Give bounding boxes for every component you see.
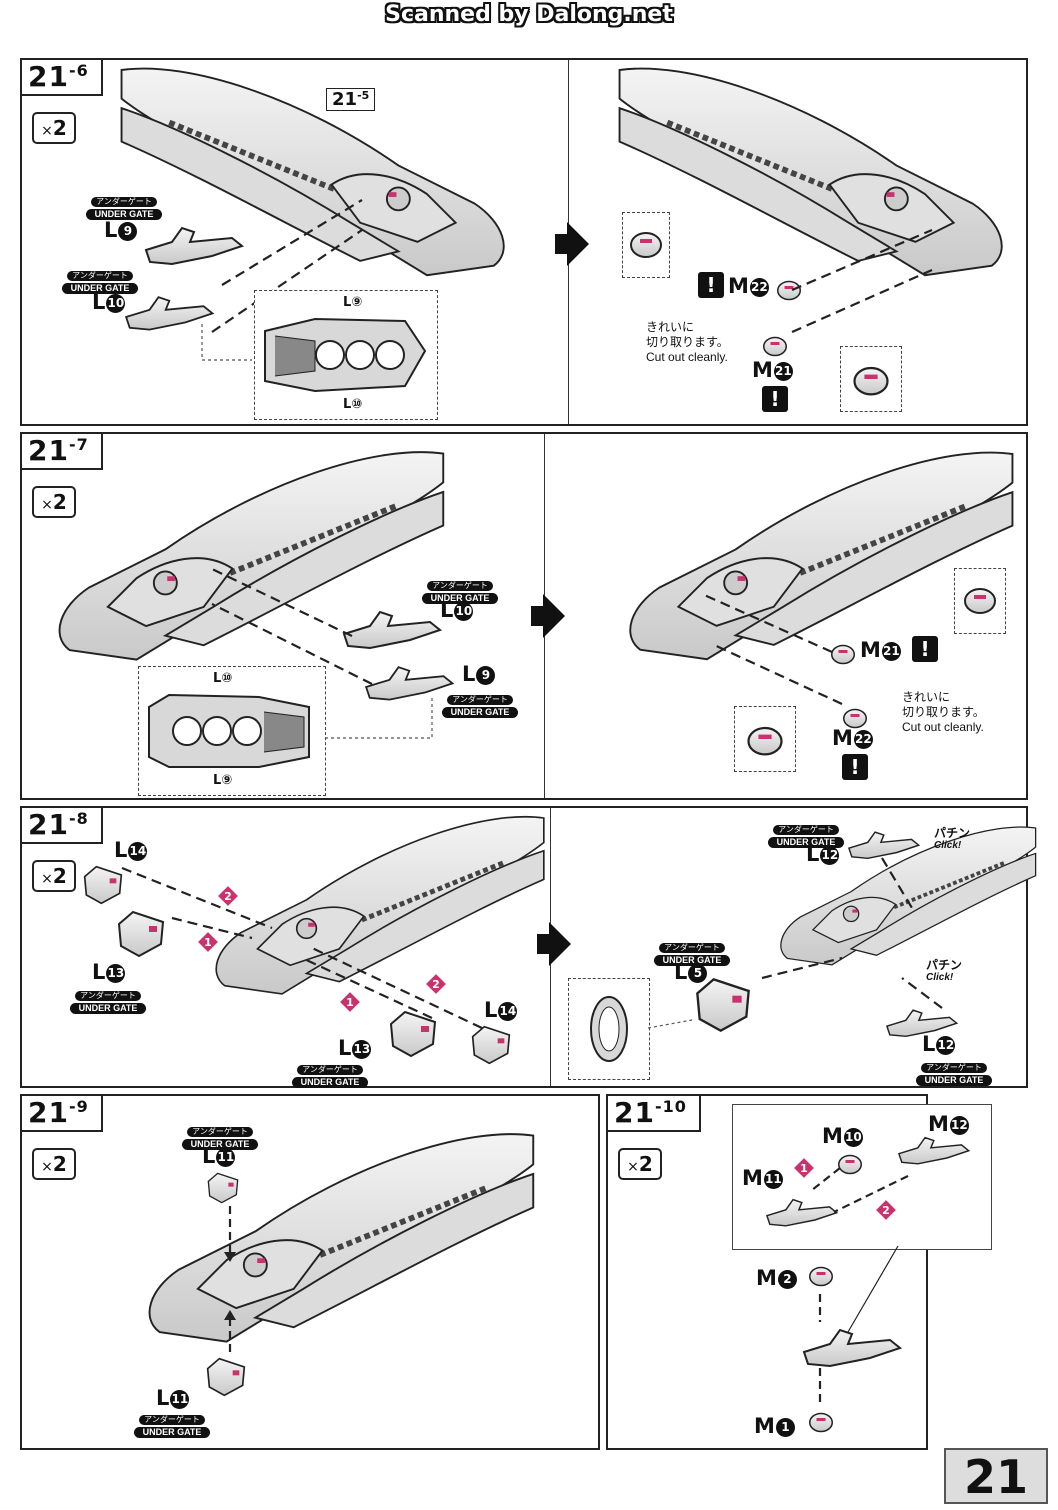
- assembly-guide-lines: [121, 866, 483, 1029]
- quantity-badge: ×2: [32, 486, 76, 518]
- sequence-1-icon: 1: [198, 932, 218, 952]
- detail-zoom-box: [954, 568, 1006, 634]
- detail-zoom-box: [840, 346, 902, 412]
- quantity-badge: ×2: [32, 1148, 76, 1180]
- assembly-guide-lines: [211, 568, 433, 739]
- ref-step-label: 21-5: [326, 88, 376, 111]
- zoom-label-top: L⑩: [213, 671, 233, 686]
- svg-text:1: 1: [346, 996, 354, 1009]
- cut-note: きれいに切り取ります。Cut out cleanly.: [646, 320, 729, 364]
- zoom-label-top: L⑨: [343, 295, 363, 310]
- step-number: 21-8: [22, 808, 103, 844]
- detail-zoom-box: [622, 212, 670, 278]
- detail-illustration: [148, 693, 310, 768]
- warning-icon: !: [698, 272, 724, 298]
- detail-zoom-box: L⑩ L⑨: [138, 666, 326, 796]
- sequence-2-icon: 2: [876, 1200, 896, 1220]
- assembly-guide-lines: [811, 1167, 909, 1402]
- svg-text:2: 2: [432, 978, 440, 991]
- assembly-guide-lines: [201, 199, 363, 361]
- svg-text:1: 1: [204, 936, 212, 949]
- sequence-1-icon: 1: [794, 1158, 814, 1178]
- detail-zoom-box: [734, 706, 796, 772]
- svg-text:1: 1: [800, 1162, 808, 1175]
- sequence-1-icon: 1: [340, 992, 360, 1012]
- assembly-guide-lines: [701, 592, 843, 705]
- step-number: 21-7: [22, 434, 103, 470]
- scan-credit: Scanned by Dalong.net: [385, 2, 673, 27]
- step-number: 21-6: [22, 60, 103, 96]
- quantity-badge: ×2: [32, 860, 76, 892]
- svg-text:2: 2: [882, 1204, 890, 1217]
- assembly-guide-lines: [647, 857, 943, 1029]
- detail-zoom-box: [568, 978, 650, 1080]
- quantity-badge: ×2: [32, 112, 76, 144]
- zoom-label-bottom: L⑨: [213, 773, 233, 788]
- assembly-guide-lines: [224, 1206, 236, 1352]
- page-number: 21: [944, 1448, 1048, 1504]
- step-number: 21-9: [22, 1096, 103, 1132]
- svg-text:2: 2: [224, 890, 232, 903]
- zoom-label-bottom: L⑩: [343, 397, 363, 412]
- step-number: 21-10: [608, 1096, 701, 1132]
- detail-zoom-box: L⑨ L⑩: [254, 290, 438, 420]
- detail-illustration: [264, 317, 427, 393]
- warning-icon: !: [762, 386, 788, 412]
- cut-note: きれいに切り取ります。Cut out cleanly.: [902, 690, 985, 734]
- assembly-guide-lines: [791, 228, 933, 334]
- next-arrow-icon: [531, 594, 565, 638]
- next-arrow-icon: [537, 922, 571, 966]
- warning-icon: !: [842, 754, 868, 780]
- sequence-2-icon: 2: [426, 974, 446, 994]
- sequence-2-icon: 2: [218, 886, 238, 906]
- warning-icon: !: [912, 636, 938, 662]
- quantity-badge: ×2: [618, 1148, 662, 1180]
- detail-illustration: [590, 996, 628, 1062]
